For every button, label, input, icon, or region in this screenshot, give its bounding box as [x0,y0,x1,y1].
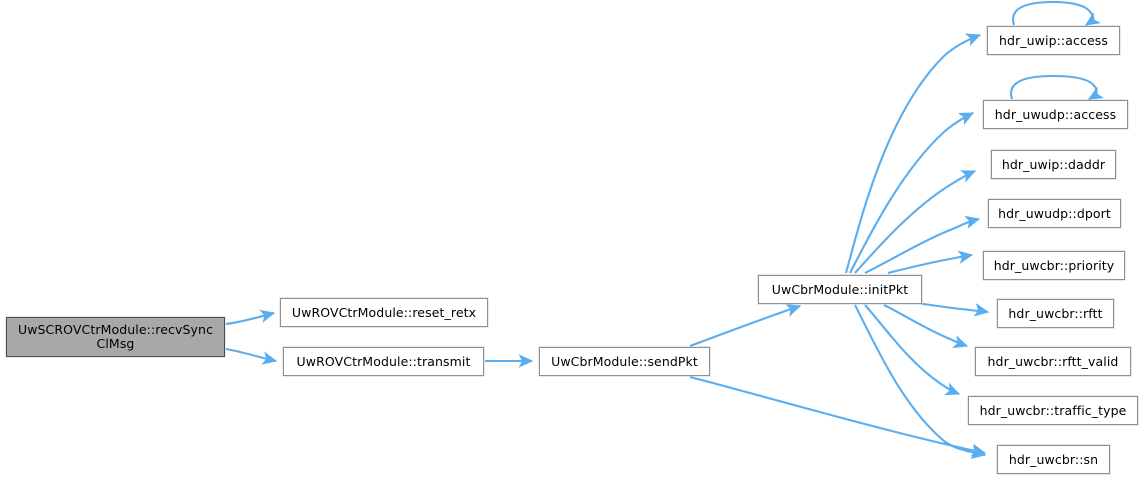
node-label: UwCbrModule::sendPkt [551,353,698,369]
edge-initpkt-uwip_access [844,33,982,274]
node-label: UwCbrModule::initPkt [771,281,909,297]
edge-uwudp_access-self-loop [1010,74,1105,100]
node-hdr_uwcbr-traffic_type[interactable]: hdr_uwcbr::traffic_type [968,396,1138,425]
node-label: UwROVCtrModule::transmit [296,353,471,369]
node-hdr_uwcbr-priority[interactable]: hdr_uwcbr::priority [983,251,1125,280]
node-label: hdr_uwcbr::traffic_type [979,402,1127,418]
node-label: hdr_uwudp::access [994,106,1117,122]
node-label: hdr_uwcbr::rftt_valid [987,353,1119,369]
node-uwscrovctrmodule-recvsyncclmsg[interactable]: UwSCROVCtrModule::recvSync ClMsg [6,317,225,357]
edge-recvsyncclmsg-reset_retx [225,309,276,326]
edge-initpkt-uwcbr_rftt_valid [883,304,969,349]
node-hdr_uwcbr-rftt[interactable]: hdr_uwcbr::rftt [997,299,1114,328]
node-uwrovctrmodule-reset_retx[interactable]: UwROVCtrModule::reset_retx [280,298,488,327]
edge-recvsyncclmsg-transmit [225,347,278,365]
node-label: hdr_uwudp::dport [998,205,1111,221]
node-uwcbrmodule-sendpkt[interactable]: UwCbrModule::sendPkt [539,347,710,376]
node-hdr_uwudp-access[interactable]: hdr_uwudp::access [983,100,1128,129]
edge-initpkt-uwudp_dport [864,215,981,274]
node-label: hdr_uwcbr::rftt [1008,305,1103,321]
edge-initpkt-uwip_daddr [854,170,977,274]
node-hdr_uwip-access[interactable]: hdr_uwip::access [987,26,1120,55]
node-label: hdr_uwcbr::sn [1008,451,1099,467]
node-uwrovctrmodule-transmit[interactable]: UwROVCtrModule::transmit [283,347,484,376]
node-uwcbrmodule-initpkt[interactable]: UwCbrModule::initPkt [758,275,922,304]
edge-initpkt-uwcbr_priority [887,250,974,275]
node-hdr_uwip-daddr[interactable]: hdr_uwip::daddr [991,150,1116,179]
edge-sendpkt-initpkt [689,303,802,347]
node-hdr_uwcbr-sn[interactable]: hdr_uwcbr::sn [997,445,1110,474]
node-hdr_uwcbr-rftt_valid[interactable]: hdr_uwcbr::rftt_valid [975,347,1131,376]
node-label: hdr_uwip::daddr [1001,156,1106,172]
edge-sendpkt-uwcbr_sn [689,375,987,457]
edge-initpkt-uwcbr_traffic_type [864,304,961,396]
edge-uwip_access-self-loop [1012,0,1102,26]
node-hdr_uwudp-dport[interactable]: hdr_uwudp::dport [988,199,1121,228]
node-label: hdr_uwip::access [999,32,1108,48]
node-label: UwSCROVCtrModule::recvSync ClMsg [17,322,214,351]
edge-initpkt-uwudp_access [849,112,975,274]
node-label: UwROVCtrModule::reset_retx [291,304,477,320]
node-label: hdr_uwcbr::priority [993,257,1115,273]
edge-initpkt-uwcbr_sn [854,304,987,459]
